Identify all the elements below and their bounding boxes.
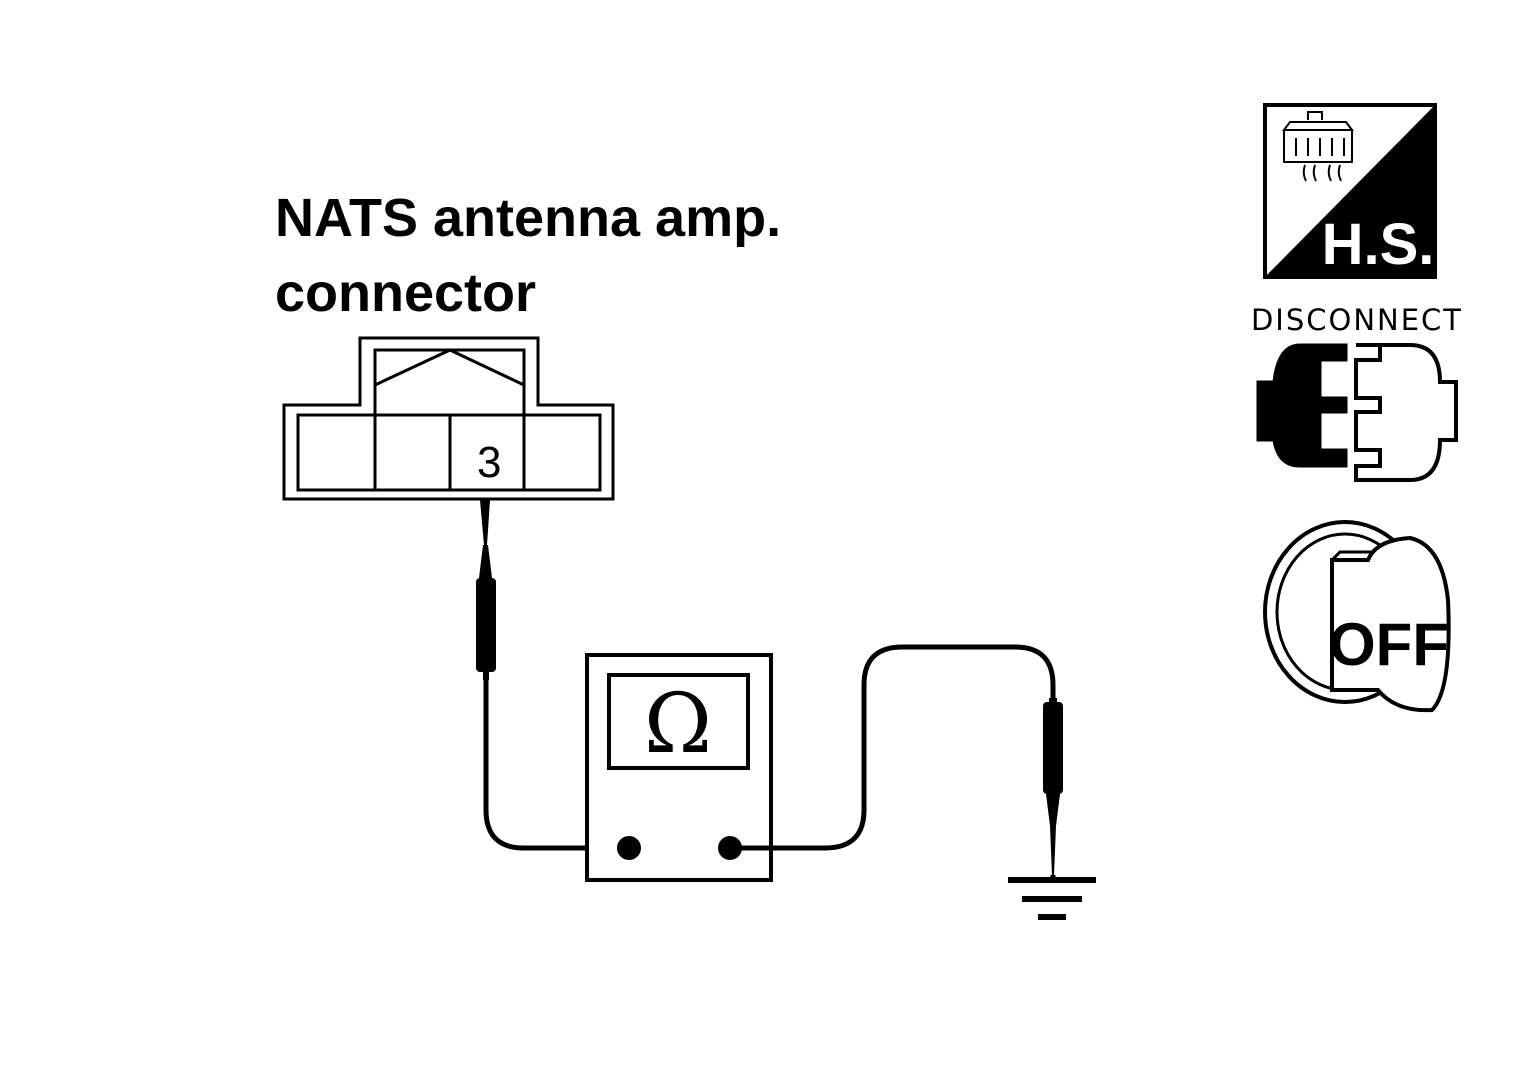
wire-left — [483, 680, 588, 851]
disconnect-label: DISCONNECT — [1251, 303, 1463, 337]
wire-right — [730, 644, 1056, 851]
harness-side-label: H.S. — [1322, 212, 1435, 277]
probe-right — [1043, 698, 1063, 875]
ignition-off-badge: OFF — [1263, 520, 1451, 713]
ohm-symbol: Ω — [644, 677, 712, 772]
disconnect-badge: DISCONNECT — [1251, 303, 1463, 482]
ohmmeter: Ω — [585, 653, 773, 882]
ground-icon — [1008, 875, 1096, 920]
plug-male-icon — [1256, 343, 1348, 468]
meter-terminal-left — [617, 836, 641, 860]
meter-terminal-right — [718, 836, 742, 860]
harness-connector-icon — [1282, 111, 1354, 182]
ignition-off-label: OFF — [1329, 611, 1449, 678]
title-line-1: NATS antenna amp. — [275, 188, 781, 248]
title-line-2: connector — [275, 263, 536, 323]
harness-side-badge: H.S. — [1263, 103, 1437, 279]
probe-left — [476, 500, 496, 680]
nats-antenna-amp-connector: 3 — [282, 336, 615, 501]
connector-pin-label: 3 — [477, 438, 501, 487]
plug-female-icon — [1354, 343, 1458, 482]
ignition-key-icon — [1330, 535, 1451, 713]
